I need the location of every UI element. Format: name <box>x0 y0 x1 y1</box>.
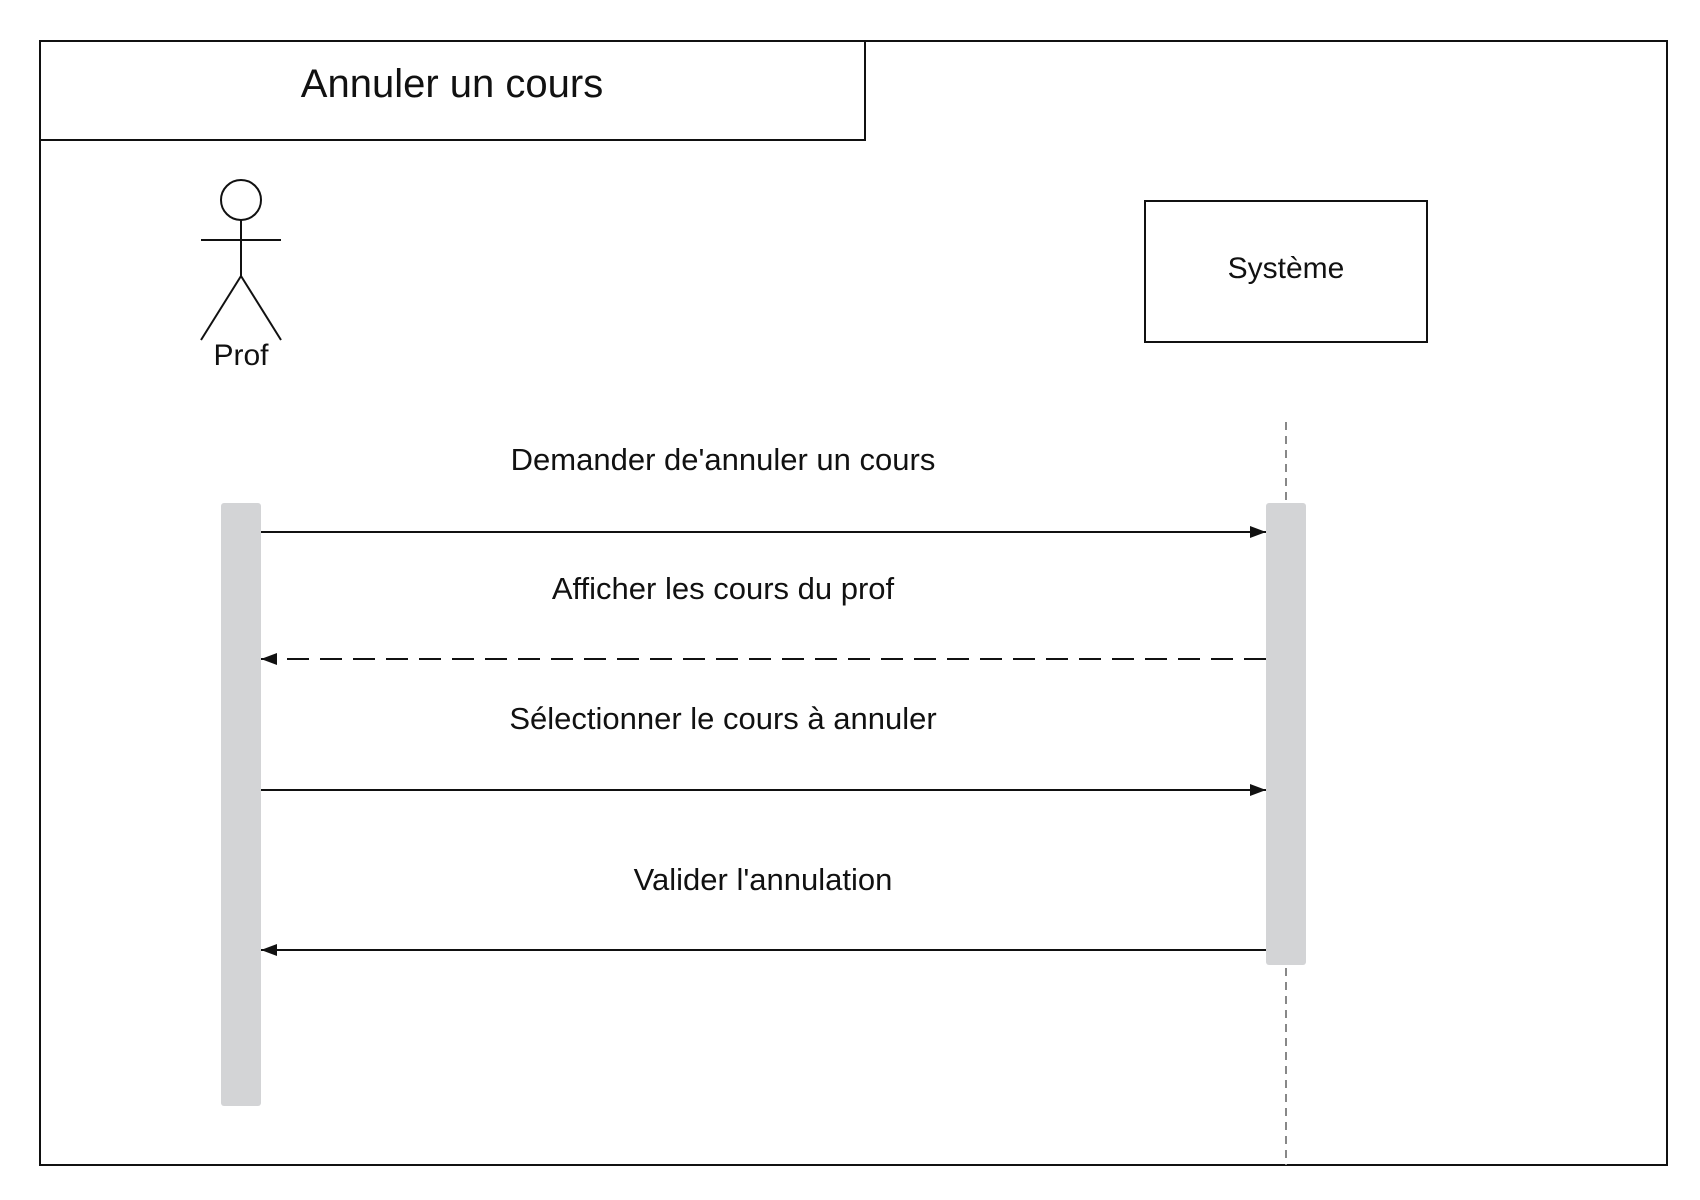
message-display-courses: Afficher les cours du prof <box>261 571 1266 665</box>
message-label: Afficher les cours du prof <box>552 571 895 606</box>
diagram-title: Annuler un cours <box>301 62 603 106</box>
actor-stick-figure-icon <box>200 179 282 341</box>
participant-systeme: Système <box>1144 200 1428 343</box>
message-validate-cancel: Valider l'annulation <box>261 862 1266 956</box>
actor-activation-bar <box>221 503 261 1106</box>
message-label: Sélectionner le cours à annuler <box>509 701 936 736</box>
participant-label: Système <box>1228 252 1345 285</box>
message-label: Demander de'annuler un cours <box>511 442 936 477</box>
message-request-cancel: Demander de'annuler un cours <box>261 442 1266 538</box>
frame-title-box: Annuler un cours <box>40 40 866 141</box>
actor-label: Prof <box>213 339 269 372</box>
system-activation-bar <box>1266 503 1306 965</box>
message-select-course: Sélectionner le cours à annuler <box>261 701 1266 796</box>
actor-prof: Prof <box>200 179 282 372</box>
message-label: Valider l'annulation <box>634 862 893 897</box>
participant-box <box>1144 200 1428 343</box>
